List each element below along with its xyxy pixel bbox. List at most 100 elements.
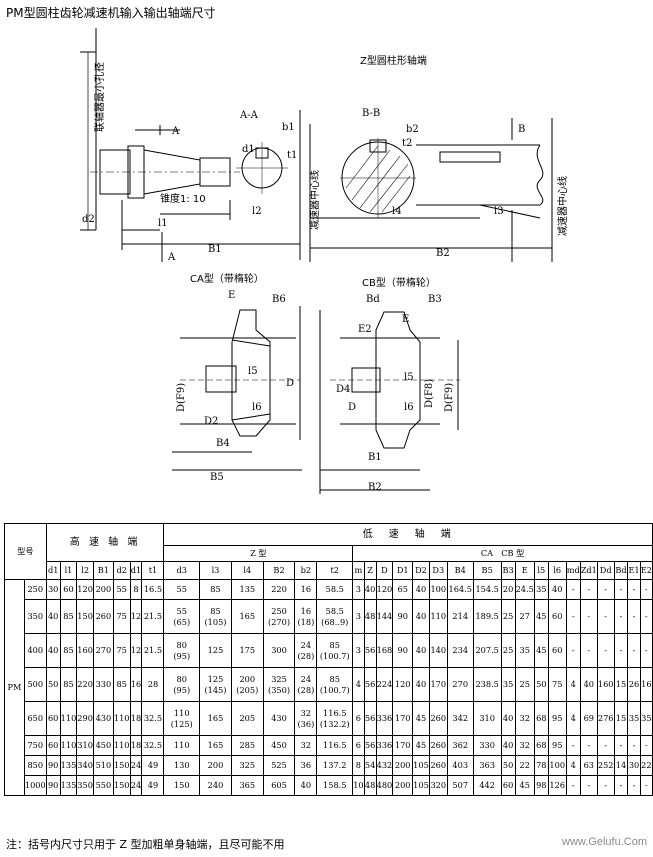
value-cell: 60	[547, 633, 567, 668]
value-cell: 90	[45, 755, 61, 776]
value-cell: 15	[613, 701, 629, 736]
value-cell: 40	[500, 701, 516, 736]
Bd-label: Bd	[366, 294, 380, 305]
value-cell: 90	[392, 633, 414, 668]
value-cell: 150	[163, 775, 201, 796]
value-cell: -	[639, 599, 653, 634]
value-cell: 21.5	[141, 599, 165, 634]
value-cell: 165	[199, 701, 232, 736]
value-cell: 330	[92, 667, 114, 702]
value-cell: 32.5	[141, 701, 165, 736]
value-cell: -	[613, 775, 629, 796]
value-cell: 105	[412, 775, 430, 796]
column-header: Bd	[613, 561, 629, 580]
column-header: D	[375, 561, 394, 580]
value-cell: 80(95)	[163, 633, 201, 668]
column-header: B5	[472, 561, 502, 580]
value-cell: 35	[627, 701, 641, 736]
value-cell: -	[579, 579, 598, 600]
value-cell: 189.5	[472, 599, 502, 634]
value-cell: 63	[579, 755, 598, 776]
value-cell: -	[596, 579, 615, 600]
value-cell: 320	[428, 775, 448, 796]
value-cell: 116.5(132.2)	[316, 701, 354, 736]
cb-type-title: CB型（带楕轮）	[362, 276, 436, 289]
value-cell: -	[579, 633, 598, 668]
value-cell: 442	[472, 775, 502, 796]
D2-label: D2	[204, 416, 218, 427]
value-cell: 3	[352, 579, 365, 600]
value-cell: 48	[363, 775, 377, 796]
value-cell: 4	[352, 667, 365, 702]
value-cell: 98	[533, 775, 549, 796]
model-cell: 750	[23, 735, 47, 756]
column-header: d2	[112, 561, 131, 580]
value-cell: 40	[363, 579, 377, 600]
value-cell: -	[579, 599, 598, 634]
value-cell: 252	[596, 755, 615, 776]
B6-label: B6	[272, 294, 286, 305]
E2-label: E2	[358, 324, 372, 335]
l4-label: l4	[392, 206, 402, 217]
value-cell: 55	[112, 579, 131, 600]
value-cell: 32	[514, 735, 535, 756]
ca-cb-type-header: CA CB 型	[352, 545, 653, 562]
footnote: 注：括号内尺寸只用于 Z 型加粗单身轴端，且尽可能不用	[6, 838, 285, 851]
value-cell: 200	[199, 755, 232, 776]
value-cell: 135	[59, 775, 78, 796]
value-cell: 85(100.7)	[316, 633, 354, 668]
value-cell: 27	[514, 599, 535, 634]
value-cell: 300	[262, 633, 296, 668]
l5-label-ca: l5	[248, 366, 258, 377]
value-cell: -	[639, 735, 653, 756]
value-cell: 32(36)	[294, 701, 318, 736]
value-cell: 510	[92, 755, 114, 776]
value-cell: 22	[514, 755, 535, 776]
column-header: Z	[363, 561, 377, 580]
z-type-header: Z 型	[163, 545, 354, 562]
value-cell: 15	[613, 667, 629, 702]
column-header: md	[565, 561, 581, 580]
value-cell: 110	[59, 735, 78, 756]
mark-a-bottom: A	[167, 252, 176, 263]
D4-label: D4	[336, 384, 350, 395]
value-cell: 56	[363, 633, 377, 668]
value-cell: 110	[163, 735, 201, 756]
value-cell: 95	[547, 701, 567, 736]
model-cell: 350	[23, 599, 47, 634]
column-header: E	[514, 561, 535, 580]
value-cell: 60	[45, 735, 61, 756]
value-cell: -	[579, 735, 598, 756]
value-cell: 50	[500, 755, 516, 776]
value-cell: 270	[92, 633, 114, 668]
column-header: B4	[446, 561, 474, 580]
value-cell: 164.5	[446, 579, 474, 600]
value-cell: 168	[375, 633, 394, 668]
value-cell: 116.5	[316, 735, 354, 756]
value-cell: 16(18)	[294, 599, 318, 634]
E-label-ca: E	[228, 290, 235, 301]
value-cell: 120	[76, 579, 94, 600]
B2-label: B2	[436, 248, 450, 259]
value-cell: 58.5	[316, 579, 354, 600]
value-cell: 20	[500, 579, 516, 600]
value-cell: 36	[294, 755, 318, 776]
value-cell: 110	[112, 735, 131, 756]
l5-label-cb: l5	[404, 372, 414, 383]
value-cell: 25	[500, 633, 516, 668]
model-cell: 850	[23, 755, 47, 776]
value-cell: 342	[446, 701, 474, 736]
t1-label: t1	[287, 150, 297, 161]
B5-label: B5	[210, 472, 224, 483]
value-cell: 450	[262, 735, 296, 756]
value-cell: 75	[547, 667, 567, 702]
value-cell: 14	[613, 755, 629, 776]
value-cell: 238.5	[472, 667, 502, 702]
value-cell: 85	[59, 633, 78, 668]
value-cell: 32.5	[141, 735, 165, 756]
l1-label: l1	[158, 218, 168, 229]
t2-label: t2	[402, 138, 412, 149]
value-cell: 3	[352, 633, 365, 668]
